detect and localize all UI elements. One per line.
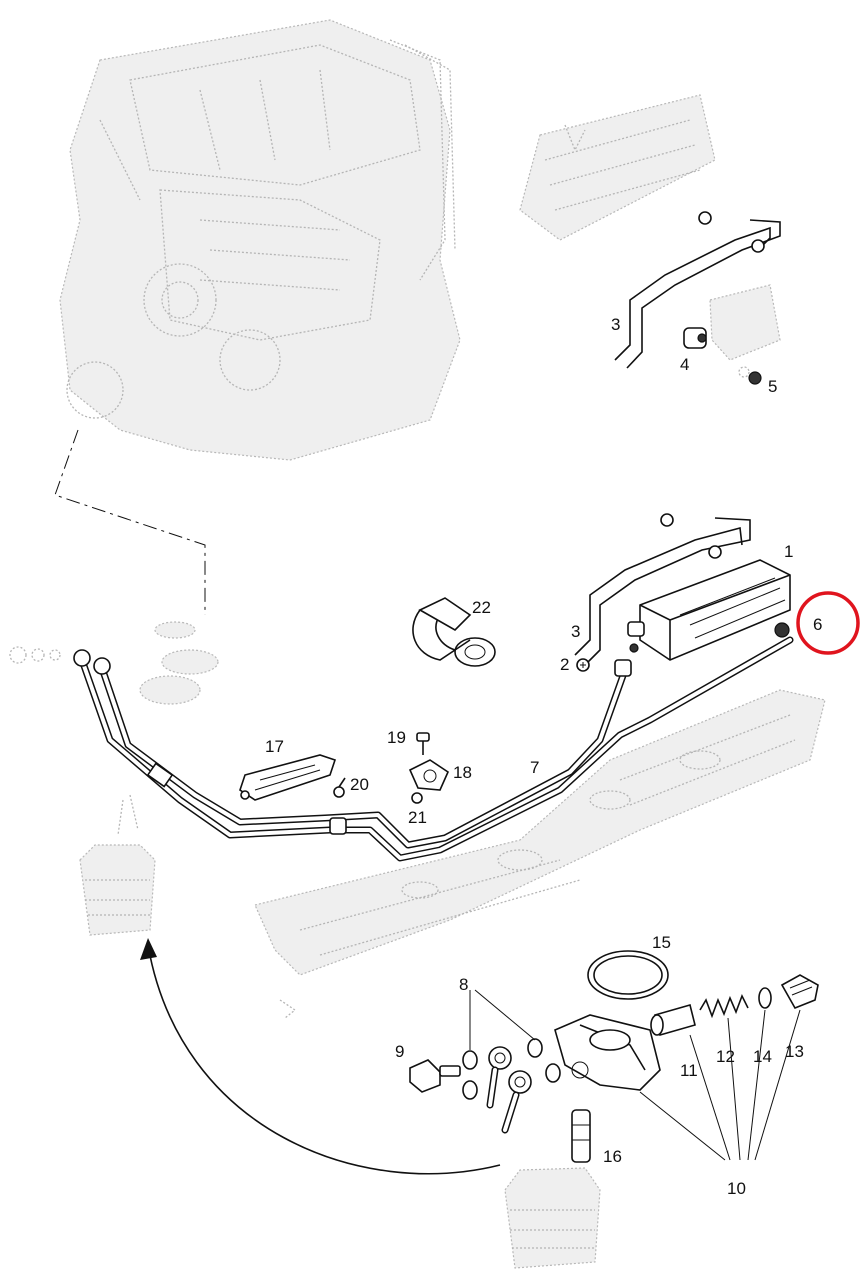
label-14: 14 bbox=[753, 1047, 772, 1066]
bracket-lower bbox=[574, 513, 751, 666]
label-19: 19 bbox=[387, 728, 406, 747]
label-13: 13 bbox=[785, 1042, 804, 1061]
label-17: 17 bbox=[265, 737, 284, 756]
leader-dashdot bbox=[54, 429, 206, 615]
part-2-screw bbox=[576, 658, 590, 672]
label-10: 10 bbox=[727, 1179, 746, 1198]
label-6: 6 bbox=[813, 615, 822, 634]
label-15: 15 bbox=[652, 933, 671, 952]
part-8-washers bbox=[462, 1038, 561, 1100]
part-21-nut bbox=[411, 792, 423, 804]
part-5-nut bbox=[738, 366, 762, 385]
label-4: 4 bbox=[680, 355, 689, 374]
left-fittings-ghost bbox=[9, 621, 219, 836]
part-18-clip bbox=[408, 759, 450, 791]
oil-filter-ghost-bottom bbox=[504, 1167, 601, 1269]
banjo-fittings bbox=[486, 1046, 532, 1134]
oil-cooler bbox=[627, 559, 791, 661]
label-16: 16 bbox=[603, 1147, 622, 1166]
ghost-mount-upper bbox=[709, 284, 781, 361]
part-17-bracket bbox=[239, 754, 337, 801]
label-3-upper: 3 bbox=[611, 315, 620, 334]
bracket-upper bbox=[614, 211, 781, 369]
curved-arrow bbox=[140, 938, 501, 1175]
label-20: 20 bbox=[350, 775, 369, 794]
highlight-circle bbox=[796, 591, 860, 655]
label-1: 1 bbox=[784, 542, 793, 561]
oil-filter-ghost-left bbox=[79, 844, 156, 936]
part-16-nipple bbox=[571, 1109, 591, 1163]
label-5: 5 bbox=[768, 377, 777, 396]
bumper-ghost-upper bbox=[519, 94, 716, 241]
part-14-seal bbox=[758, 987, 772, 1009]
label-12: 12 bbox=[716, 1047, 735, 1066]
label-21: 21 bbox=[408, 808, 427, 827]
part-13-plug bbox=[780, 974, 819, 1010]
part-15-oring bbox=[587, 950, 669, 1000]
part-10-housing bbox=[554, 1014, 661, 1091]
label-2: 2 bbox=[560, 655, 569, 674]
engine-block-ghost bbox=[59, 19, 461, 461]
label-3-lower: 3 bbox=[571, 622, 580, 641]
label-9: 9 bbox=[395, 1042, 404, 1061]
part-12-spring bbox=[699, 994, 749, 1019]
part-20-screw bbox=[333, 777, 346, 798]
label-7: 7 bbox=[530, 758, 539, 777]
part-9-bolt bbox=[409, 1059, 461, 1093]
part-11-piston bbox=[650, 1004, 696, 1036]
label-18: 18 bbox=[453, 763, 472, 782]
part-4-bushing bbox=[683, 327, 707, 349]
leader-lines bbox=[469, 989, 801, 1161]
oil-pipe-7 bbox=[73, 622, 794, 862]
crossmember-ghost bbox=[254, 689, 826, 1019]
callout-labels: 1 2 3 3 4 5 6 7 8 9 10 11 12 13 14 15 16… bbox=[265, 315, 822, 1198]
label-22: 22 bbox=[472, 598, 491, 617]
part-22-clamp bbox=[412, 597, 496, 667]
part-19-bolt bbox=[416, 732, 430, 755]
label-8: 8 bbox=[459, 975, 468, 994]
label-11: 11 bbox=[680, 1061, 698, 1080]
